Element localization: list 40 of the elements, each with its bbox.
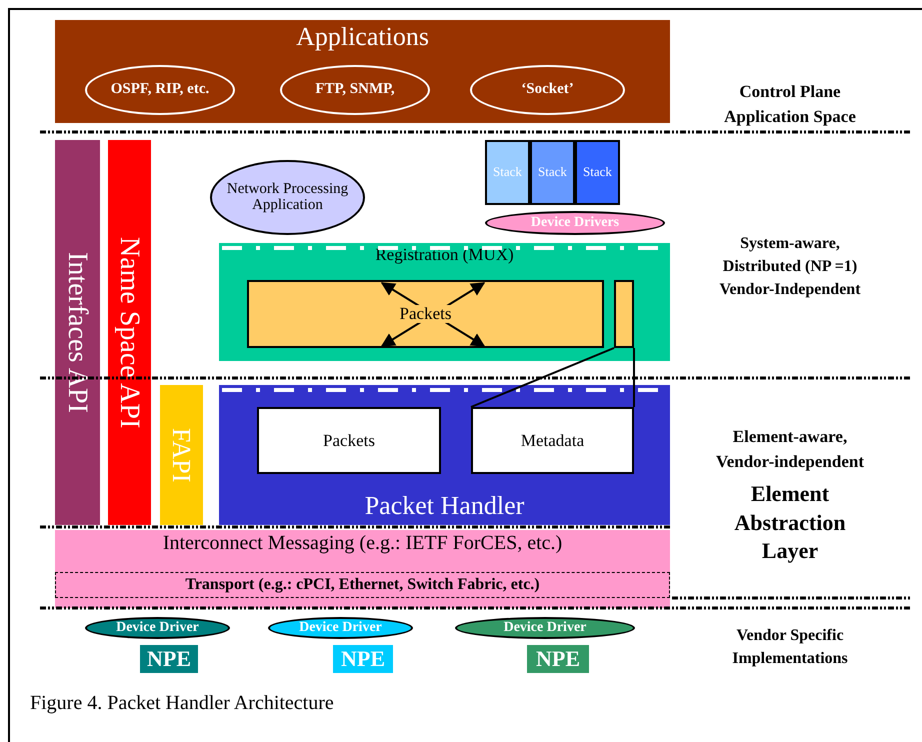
packets-box: Packets — [257, 407, 441, 474]
layer-caption: Element Abstraction Layer — [733, 480, 847, 566]
npe-box: NPE — [140, 645, 198, 673]
driver-ellipse: Device Drivers — [485, 211, 665, 235]
transport-box: Transport (e.g.: cPCI, Ethernet, Switch Fabric, etc.) — [55, 572, 670, 598]
layer-band — [55, 530, 670, 608]
protocol-ellipse: ‘Socket’ — [470, 65, 625, 115]
layer-caption: Vendor Specific Implementations — [731, 626, 849, 670]
api-name: Interfaces API — [62, 252, 92, 413]
layer-title: Applications — [296, 23, 429, 50]
figure-caption: Figure 4. Packet Handler Architecture — [30, 692, 334, 715]
api-bar — [160, 385, 203, 525]
stack-box: Stack — [485, 140, 530, 205]
layer-band — [55, 20, 670, 123]
api-name: FAPI — [168, 428, 196, 482]
driver-ellipse: Device Driver — [85, 617, 230, 639]
layer-title: Packet Handler — [364, 492, 524, 519]
stack-box: Stack — [575, 140, 620, 205]
callout-line — [470, 347, 614, 408]
layer-caption: Control Plane Application Space — [723, 81, 857, 128]
api-bar — [55, 140, 100, 525]
protocol-ellipse: OSPF, RIP, etc. — [85, 65, 235, 115]
stack-box: Stack — [530, 140, 575, 205]
driver-ellipse: Device Driver — [455, 617, 635, 639]
api-bar — [108, 140, 151, 525]
protocol-ellipse: FTP, SNMP, — [280, 65, 430, 115]
npe-box: NPE — [333, 645, 393, 673]
layer-band — [219, 385, 670, 525]
layer-caption: System-aware, Distributed (NP =1) Vendor-Independent — [718, 234, 862, 300]
empty-box — [614, 280, 634, 348]
layer-caption: Element-aware, Vendor-independent — [715, 426, 865, 473]
driver-ellipse: Device Driver — [268, 617, 413, 639]
api-name: Name Space API — [114, 236, 144, 428]
application-ellipse: Network Processing Application — [210, 160, 365, 235]
metadata-box: Metadata — [471, 407, 634, 474]
layer-band — [219, 243, 670, 361]
npe-box: NPE — [527, 645, 589, 673]
layer-title: Interconnect Messaging (e.g.: IETF ForCES, etc.) — [162, 533, 562, 554]
packets-box — [247, 280, 604, 348]
callout-line — [633, 348, 635, 407]
